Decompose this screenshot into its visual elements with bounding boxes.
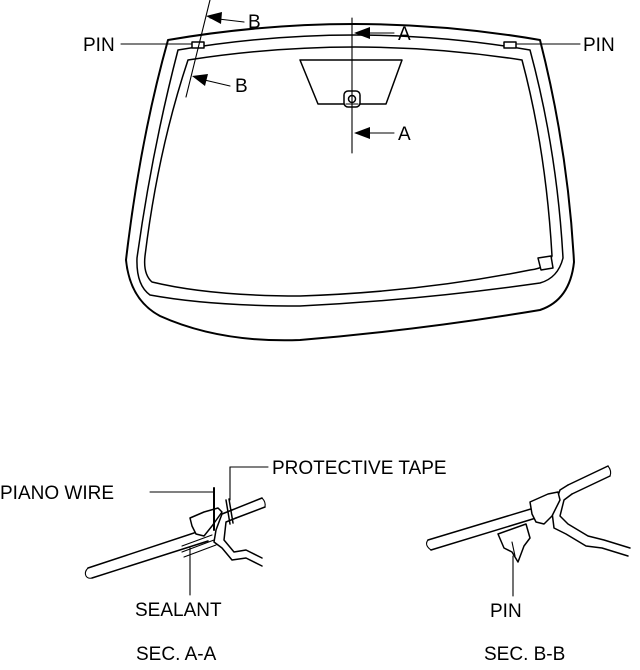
pin-left-label: PIN xyxy=(83,35,115,56)
windshield xyxy=(125,23,575,342)
molding-clip-a xyxy=(189,507,223,537)
section-b-b-caption: SEC. B-B xyxy=(484,644,565,665)
bottom-right-tab xyxy=(537,255,554,271)
protective-tape-label: PROTECTIVE TAPE xyxy=(272,458,447,479)
section-a-a-drawing xyxy=(84,466,269,596)
sealant-label: SEALANT xyxy=(135,600,222,621)
section-a-top-arrow xyxy=(354,27,370,39)
section-b-line xyxy=(185,0,211,98)
piano-wire-label: PIANO WIRE xyxy=(0,483,114,504)
section-markers xyxy=(120,0,581,154)
pin-clip xyxy=(497,523,531,563)
mirror-mount-area xyxy=(299,59,403,105)
section-b-bottom-label: B xyxy=(235,76,248,97)
section-b-b-drawing xyxy=(426,465,631,597)
pin-section-label: PIN xyxy=(490,601,522,622)
windshield-inner-edge xyxy=(136,34,564,307)
pin-right-label: PIN xyxy=(583,35,615,56)
section-b-top-arrow xyxy=(206,12,222,24)
sealant-bead xyxy=(181,534,217,558)
pin-marker-right xyxy=(503,41,517,49)
section-a-top-label: A xyxy=(398,24,411,45)
molding-clip-b xyxy=(529,491,561,525)
section-a-bottom-arrow xyxy=(354,127,370,139)
section-b-top-label: B xyxy=(248,12,261,33)
protective-tape-strip xyxy=(225,499,231,525)
windshield-outer-edge xyxy=(125,23,575,342)
section-a-a-caption: SEC. A-A xyxy=(136,644,217,665)
windshield-viewing-area xyxy=(143,46,553,297)
section-b-bottom-arrow xyxy=(192,74,208,86)
section-a-bottom-label: A xyxy=(398,124,411,145)
